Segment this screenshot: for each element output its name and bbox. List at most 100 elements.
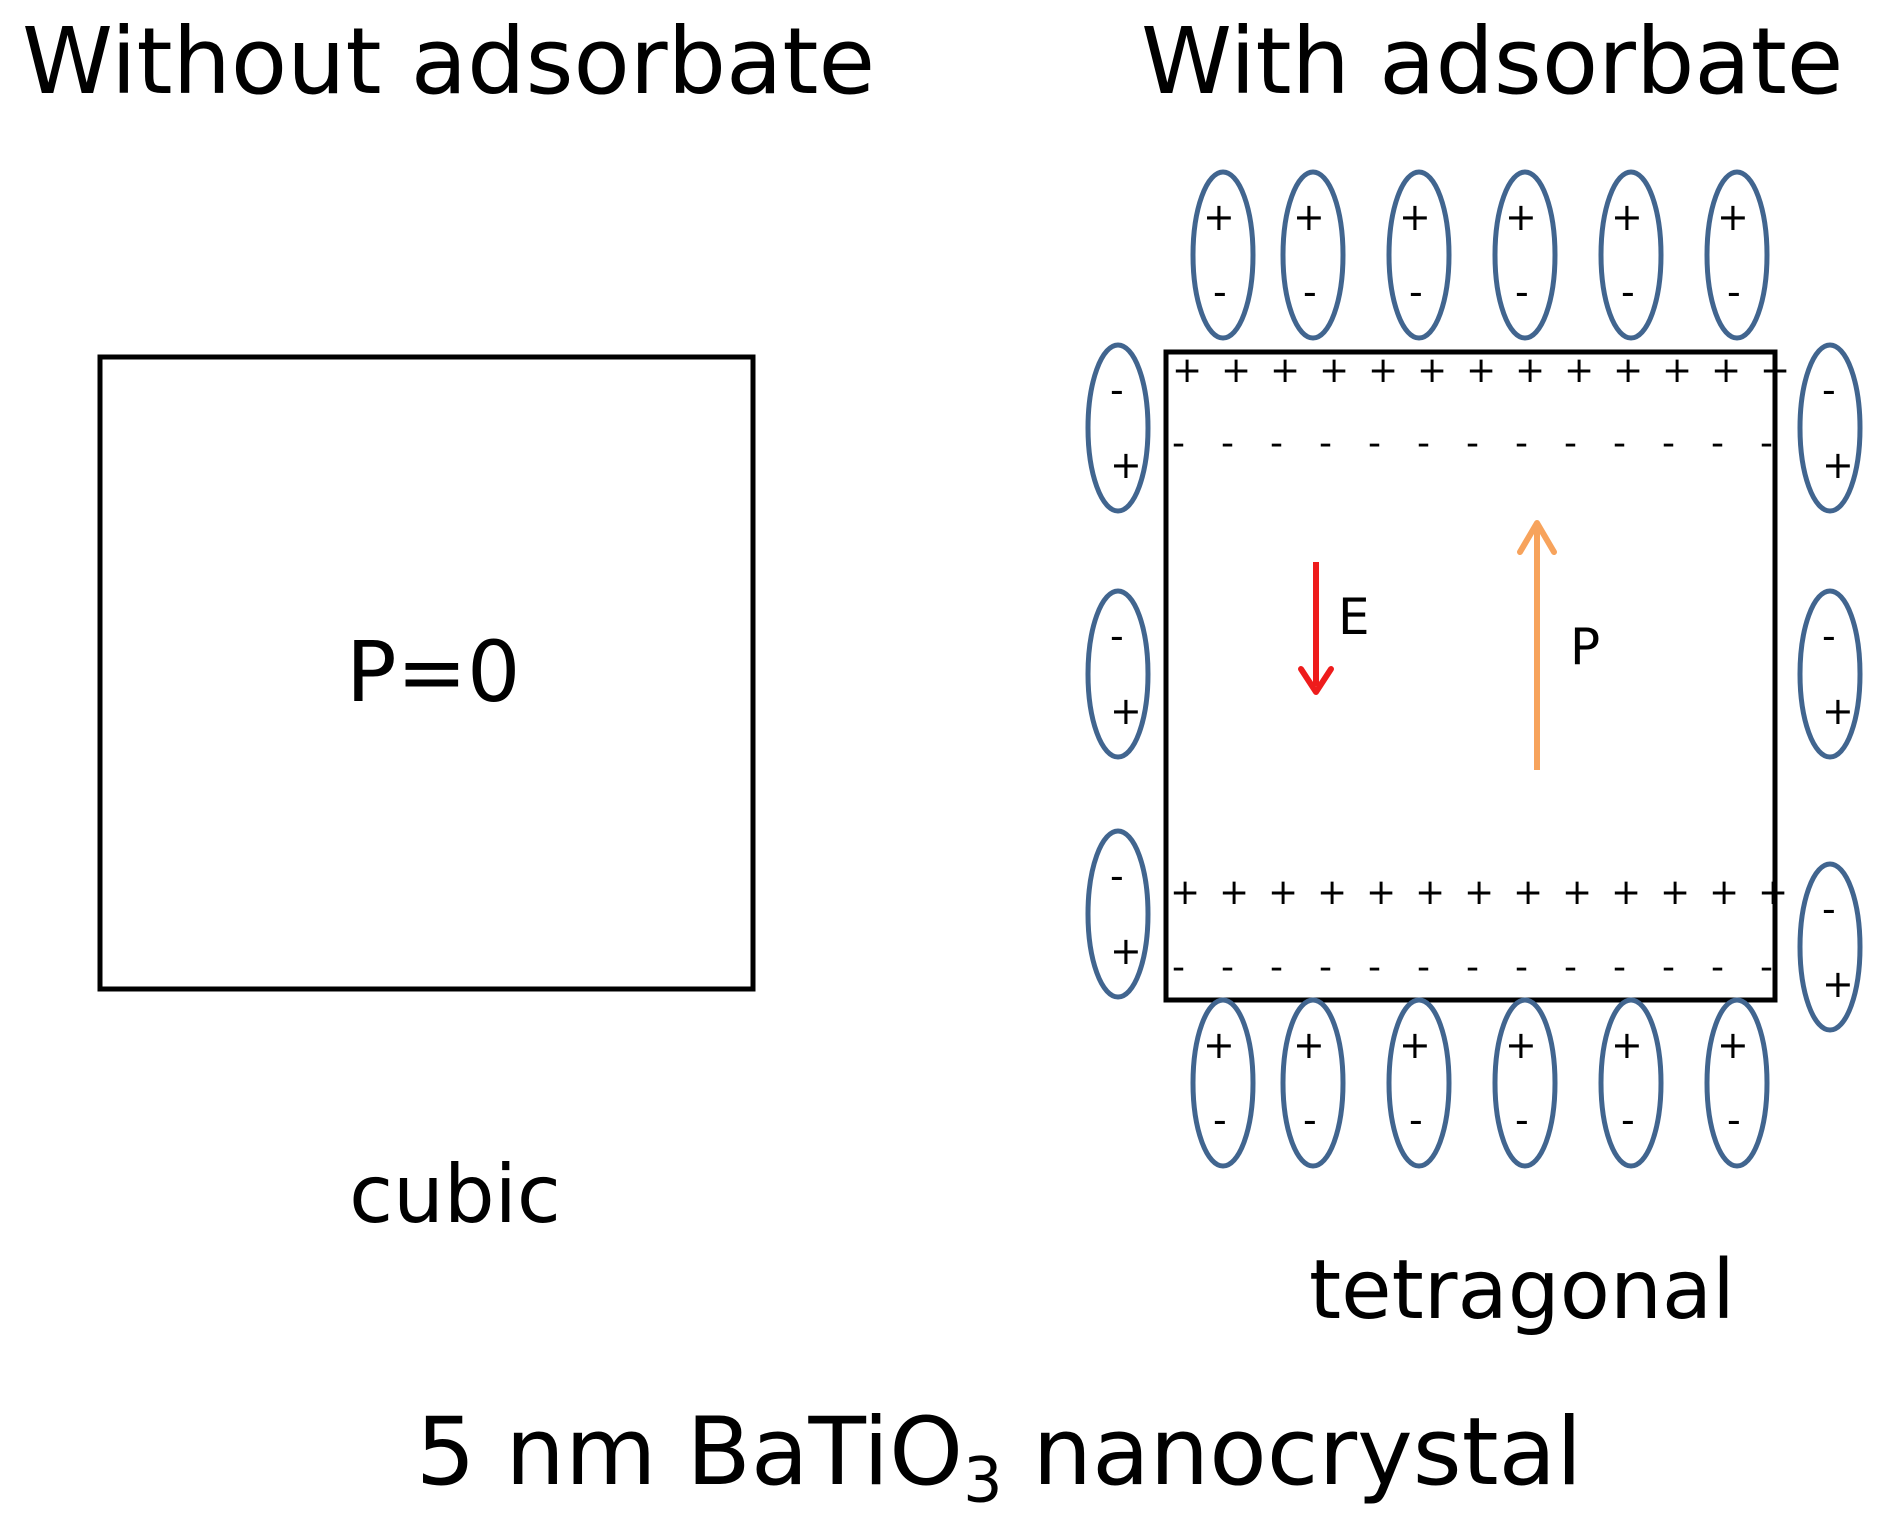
polarization-label: P — [1570, 618, 1601, 676]
surface-minus-sign: - — [1319, 947, 1332, 988]
dipole-right: -+ — [1797, 588, 1863, 760]
minus-sign: - — [1110, 368, 1124, 412]
minus-sign: - — [1303, 1098, 1317, 1142]
minus-sign: - — [1515, 270, 1529, 314]
minus-sign: - — [1621, 270, 1635, 314]
minus-sign: - — [1409, 270, 1423, 314]
dipole-ellipse — [1492, 169, 1558, 341]
minus-sign: - — [1515, 1098, 1529, 1142]
dipole-ellipse — [1598, 169, 1664, 341]
plus-sign: + — [1110, 929, 1142, 973]
surface-plus-sign: + — [1415, 872, 1445, 913]
surface-charges: +++++++++++++-------------+++++++++++++-… — [1170, 350, 1790, 988]
dipole-bottom: +- — [1704, 997, 1770, 1169]
field-label: E — [1338, 588, 1370, 646]
surface-minus-sign: - — [1564, 423, 1577, 464]
figure-caption: 5 nm BaTiO3 nanocrystal — [416, 1406, 1583, 1511]
cubic-phase-label: cubic — [349, 1148, 561, 1241]
surface-minus-sign: - — [1564, 947, 1577, 988]
minus-sign: - — [1822, 368, 1836, 412]
surface-minus-sign: - — [1466, 423, 1479, 464]
surface-minus-sign: - — [1515, 423, 1528, 464]
dipole-ellipse — [1598, 997, 1664, 1169]
minus-sign: - — [1409, 1098, 1423, 1142]
dipole-right: -+ — [1797, 861, 1863, 1033]
minus-sign: - — [1822, 887, 1836, 931]
surface-plus-sign: + — [1760, 350, 1790, 391]
surface-plus-sign: + — [1464, 872, 1494, 913]
surface-minus-sign: - — [1662, 423, 1675, 464]
surface-plus-sign: + — [1270, 350, 1300, 391]
dipole-ellipse — [1797, 861, 1863, 1033]
dipole-ellipse — [1704, 169, 1770, 341]
minus-sign: - — [1727, 1098, 1741, 1142]
surface-minus-sign: - — [1221, 423, 1234, 464]
dipole-top: +- — [1598, 169, 1664, 341]
plus-sign: + — [1399, 195, 1431, 239]
surface-plus-sign: + — [1466, 350, 1496, 391]
surface-minus-sign: - — [1172, 947, 1185, 988]
plus-sign: + — [1110, 689, 1142, 733]
dipole-ellipse — [1190, 169, 1256, 341]
surface-plus-sign: + — [1515, 350, 1545, 391]
plus-sign: + — [1505, 195, 1537, 239]
tetragonal-phase-label: tetragonal — [1309, 1243, 1735, 1338]
surface-minus-sign: - — [1760, 423, 1773, 464]
dipole-ellipse — [1386, 997, 1452, 1169]
surface-minus-sign: - — [1368, 947, 1381, 988]
minus-sign: - — [1110, 854, 1124, 898]
surface-minus-sign: - — [1613, 423, 1626, 464]
surface-minus-sign: - — [1417, 423, 1430, 464]
dipole-ellipse — [1280, 169, 1346, 341]
caption-subscript: 3 — [963, 1443, 1003, 1517]
surface-plus-sign: + — [1611, 872, 1641, 913]
plus-sign: + — [1822, 962, 1854, 1006]
plus-sign: + — [1611, 1023, 1643, 1067]
polarization-arrow — [1517, 520, 1557, 770]
dipole-ellipse — [1085, 342, 1151, 514]
plus-sign: + — [1822, 443, 1854, 487]
dipole-ellipse — [1386, 169, 1452, 341]
surface-plus-sign: + — [1172, 350, 1202, 391]
plus-sign: + — [1203, 195, 1235, 239]
dipole-bottom: +- — [1386, 997, 1452, 1169]
dipole-left: -+ — [1085, 588, 1151, 760]
minus-sign: - — [1621, 1098, 1635, 1142]
surface-plus-sign: + — [1219, 872, 1249, 913]
dipole-top: +- — [1492, 169, 1558, 341]
cubic-crystal-box — [97, 354, 756, 992]
dipole-left: -+ — [1085, 828, 1151, 1000]
surface-plus-sign: + — [1758, 872, 1788, 913]
caption-prefix: 5 nm BaTiO — [415, 1398, 964, 1507]
surface-minus-sign: - — [1760, 947, 1773, 988]
plus-sign: + — [1611, 195, 1643, 239]
dipole-ellipse — [1280, 997, 1346, 1169]
surface-plus-sign: + — [1513, 872, 1543, 913]
surface-plus-sign: + — [1613, 350, 1643, 391]
plus-sign: + — [1505, 1023, 1537, 1067]
plus-sign: + — [1717, 195, 1749, 239]
dipole-ellipse — [1085, 588, 1151, 760]
zero-polarization-label: P=0 — [346, 623, 521, 721]
surface-minus-sign: - — [1466, 947, 1479, 988]
surface-plus-sign: + — [1709, 872, 1739, 913]
plus-sign: + — [1293, 195, 1325, 239]
surface-plus-sign: + — [1660, 872, 1690, 913]
surface-minus-sign: - — [1270, 423, 1283, 464]
surface-plus-sign: + — [1662, 350, 1692, 391]
plus-sign: + — [1717, 1023, 1749, 1067]
surface-minus-sign: - — [1711, 423, 1724, 464]
minus-sign: - — [1213, 270, 1227, 314]
surface-plus-sign: + — [1366, 872, 1396, 913]
dipole-ellipse — [1797, 588, 1863, 760]
surface-minus-sign: - — [1613, 947, 1626, 988]
surface-minus-sign: - — [1319, 423, 1332, 464]
dipole-ellipse — [1704, 997, 1770, 1169]
dipole-top: +- — [1386, 169, 1452, 341]
dipole-bottom: +- — [1280, 997, 1346, 1169]
dipole-bottom: +- — [1190, 997, 1256, 1169]
surface-plus-sign: + — [1170, 872, 1200, 913]
dipole-top: +- — [1190, 169, 1256, 341]
surface-plus-sign: + — [1317, 872, 1347, 913]
